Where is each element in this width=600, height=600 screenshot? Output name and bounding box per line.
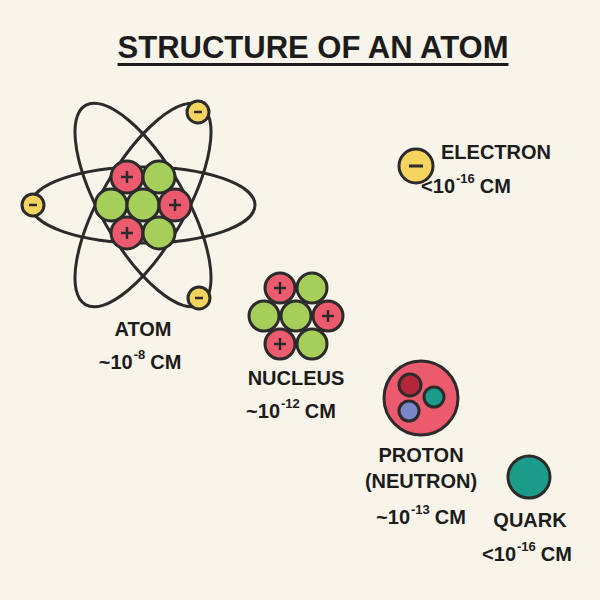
label-line: PROTON: [378, 444, 463, 467]
size-label: CM: [305, 400, 336, 423]
exponent: -16: [517, 539, 536, 554]
size-label: CM: [435, 506, 466, 529]
size-label: <10: [482, 543, 516, 566]
size-label: PROTON: [378, 444, 463, 467]
label-line: NUCLEUS: [248, 367, 345, 390]
label-line: <10-16CM: [421, 175, 511, 198]
label-line: QUARK: [493, 509, 566, 532]
orbits: [31, 84, 255, 325]
quark-ball: [508, 456, 550, 498]
size-label: CM: [541, 543, 572, 566]
size-label: ATOM: [114, 318, 171, 341]
quark-ball: [399, 374, 421, 396]
size-label: CM: [150, 351, 181, 374]
exponent: -12: [281, 396, 300, 411]
proton-figure: [384, 361, 458, 435]
size-label: ~10: [99, 351, 133, 374]
quark-figure: [508, 456, 550, 498]
size-label: QUARK: [493, 509, 566, 532]
title: STRUCTURE OF AN ATOM: [118, 30, 509, 66]
size-label: ~10: [376, 506, 410, 529]
size-label: NUCLEUS: [248, 367, 345, 390]
atom-nucleus: [95, 161, 191, 249]
neutron-ball: [297, 329, 327, 359]
atom-electrons: [22, 101, 210, 309]
label-line: ~10-12CM: [246, 400, 336, 423]
neutron-ball: [281, 301, 311, 331]
size-label: ~10: [246, 400, 280, 423]
exponent: -16: [456, 171, 475, 186]
size-label: ELECTRON: [441, 141, 551, 164]
proton-ball: [384, 361, 458, 435]
label-line: ~10-13CM: [376, 506, 466, 529]
size-label: (NEUTRON): [365, 470, 477, 493]
label-line: ATOM: [114, 318, 171, 341]
label-line: (NEUTRON): [365, 470, 477, 493]
nucleus-figure: [249, 273, 343, 359]
label-line: <10-16CM: [482, 543, 572, 566]
exponent: -13: [411, 502, 430, 517]
orbit: [49, 84, 237, 325]
quark-ball: [424, 387, 444, 407]
quark-ball: [399, 401, 419, 421]
size-label: <10: [421, 175, 455, 198]
orbit: [49, 84, 237, 325]
size-label: CM: [480, 175, 511, 198]
neutron-ball: [143, 217, 175, 249]
minus-sign: [29, 112, 203, 298]
plus-sign: [121, 171, 181, 239]
minus-sign: [409, 165, 423, 168]
exponent: -8: [134, 347, 146, 362]
label-line: ~10-8CM: [99, 351, 182, 374]
neutron-ball: [249, 301, 279, 331]
plus-sign: [274, 282, 334, 350]
label-line: ELECTRON: [441, 141, 551, 164]
neutron-ball: [297, 273, 327, 303]
